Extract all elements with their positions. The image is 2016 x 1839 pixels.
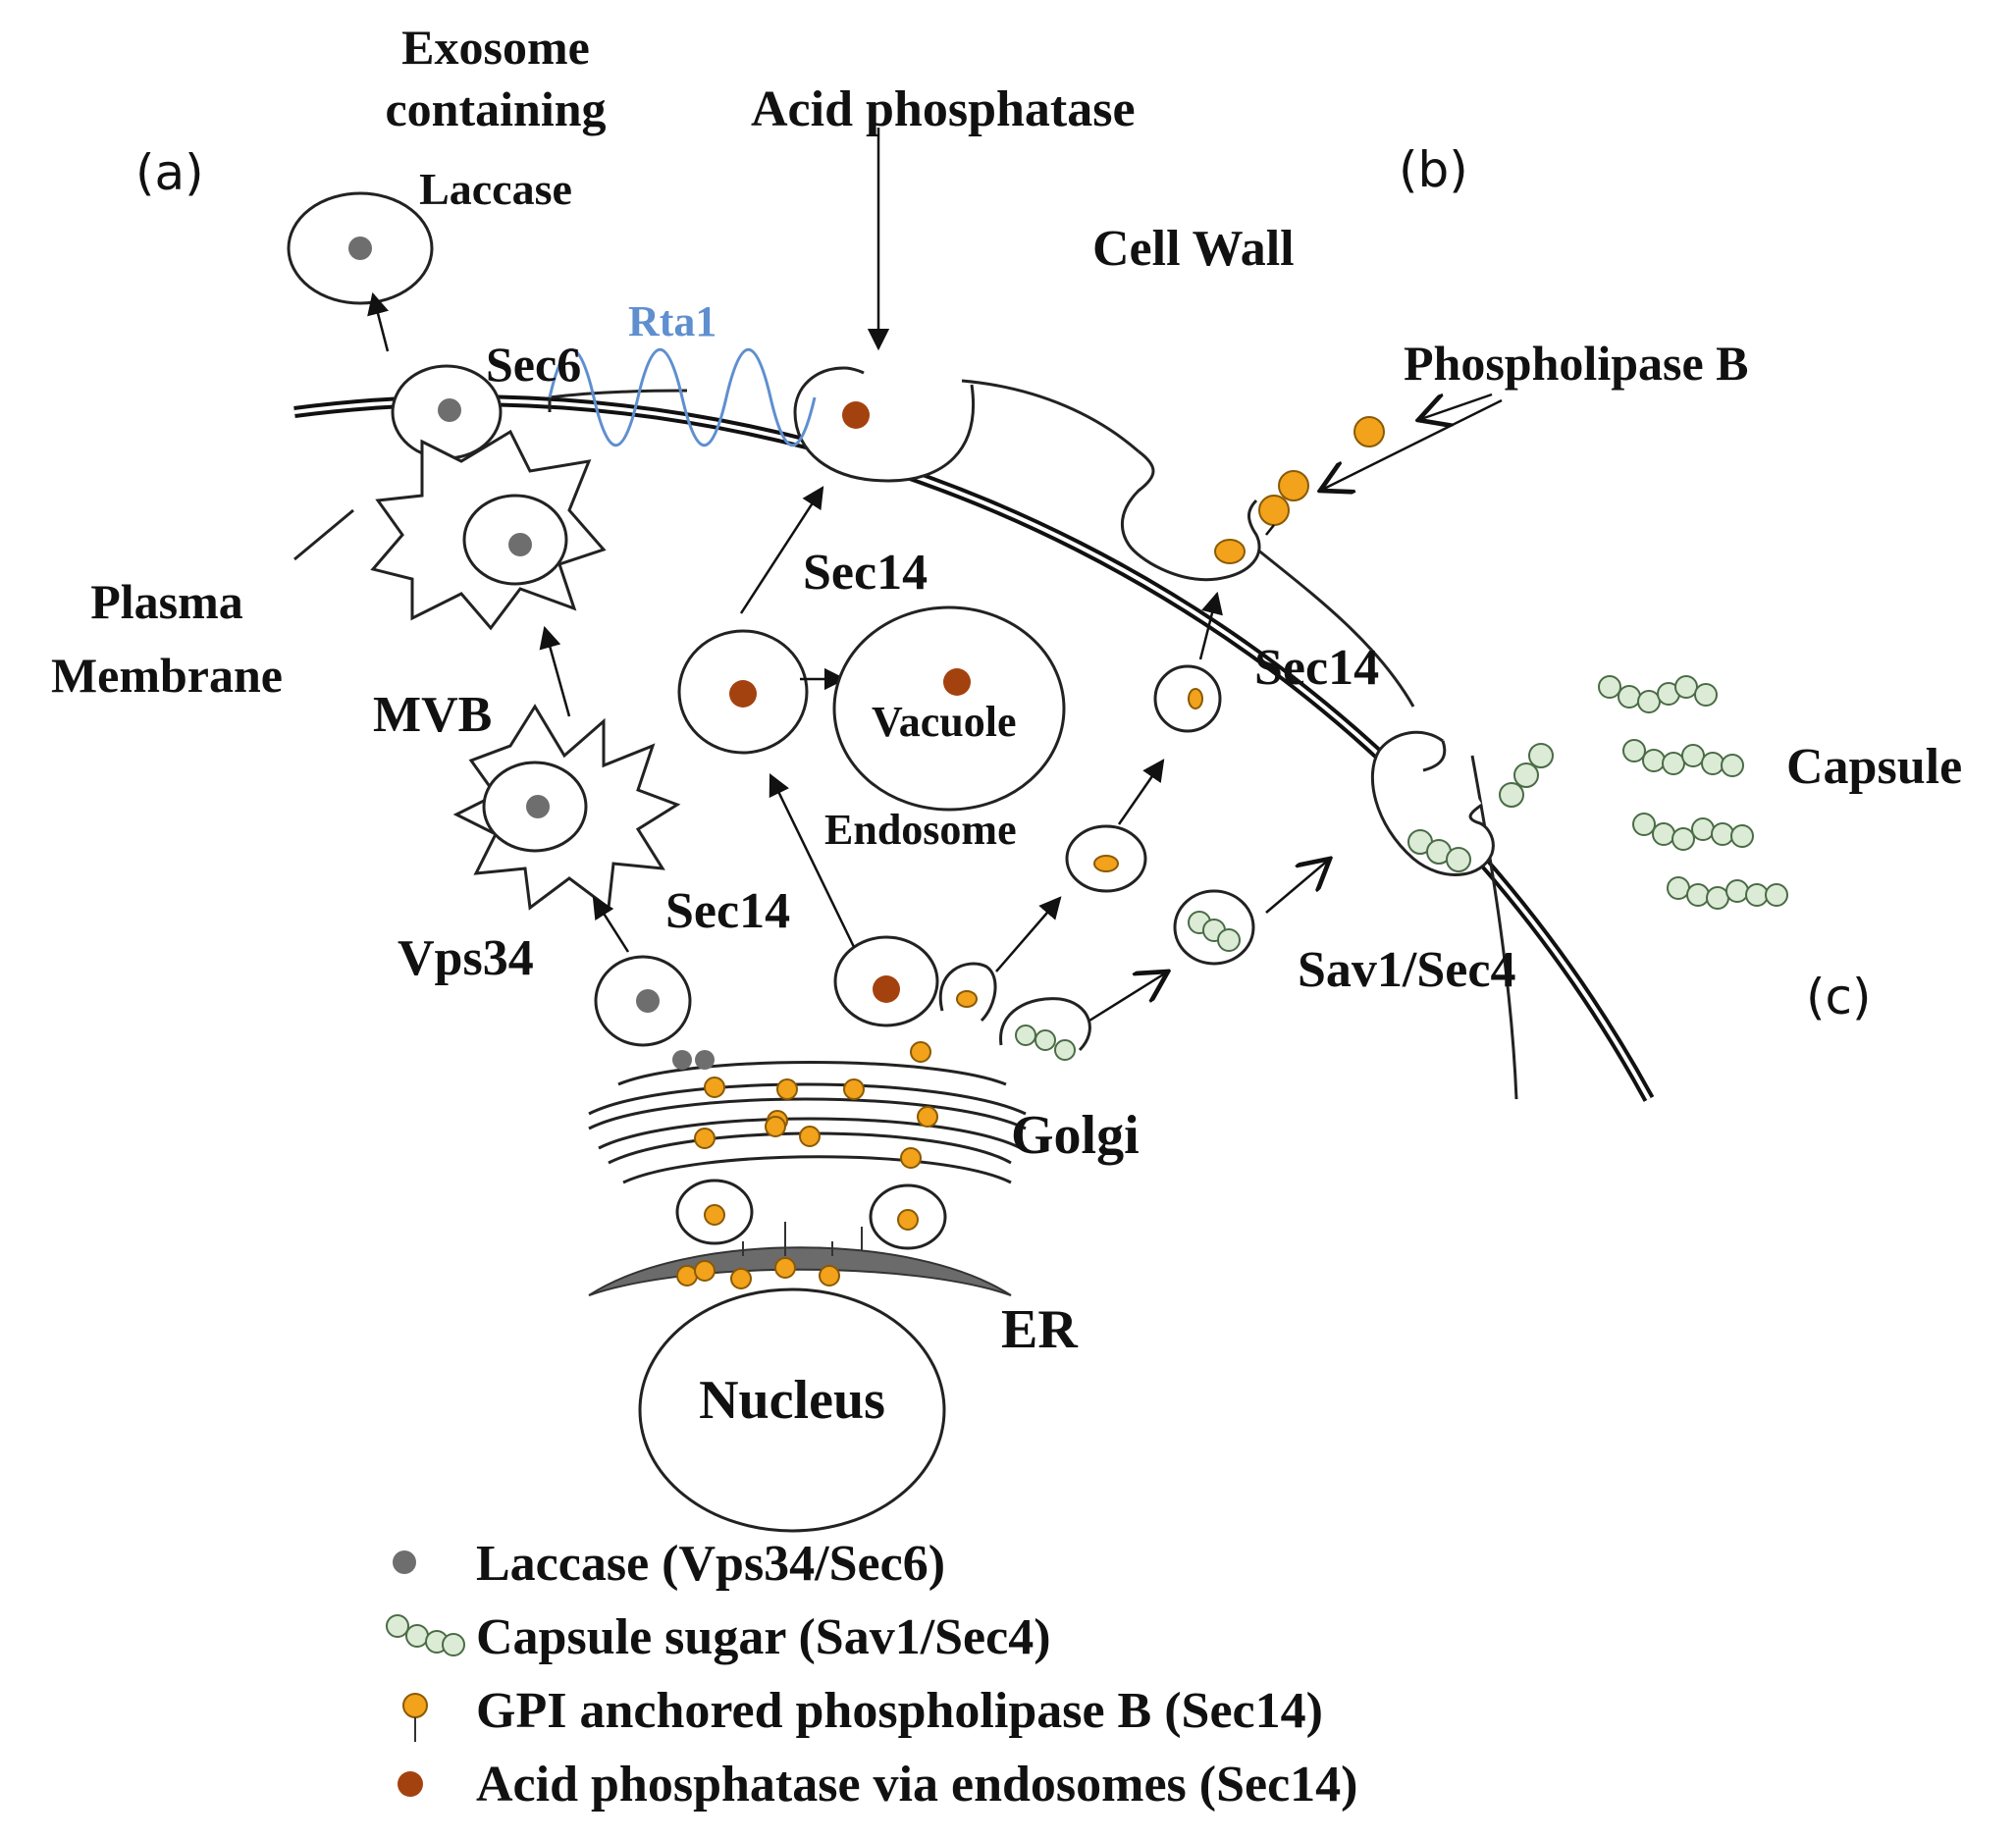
vps34-arrow: [592, 896, 630, 953]
rta1-coil-icon: [548, 348, 817, 447]
cell-wall-label: Cell Wall: [1092, 221, 1295, 277]
acid-phosphatase-label: Acid phosphatase: [751, 81, 1136, 137]
exosome-release-arrow: [367, 291, 390, 352]
exosome: [287, 191, 434, 305]
mvb-label: MVB: [373, 687, 492, 743]
golgi-stack: [588, 1041, 1027, 1184]
phospholipase-dot: [1214, 539, 1246, 564]
endosome-to-membrane-arrow: [739, 486, 824, 614]
legend-text-acid-phosphatase: Acid phosphatase via endosomes (Sec14): [476, 1757, 1358, 1813]
panel-label-b: (b): [1399, 141, 1468, 198]
phospholipase-secretion-pocket: [1120, 449, 1261, 582]
acid-phosphatase-dot: [842, 401, 870, 429]
sec6-label: Sec6: [486, 337, 581, 392]
phospholipase-endosome-chain: [1065, 664, 1222, 893]
brown-dot-icon: [398, 1771, 423, 1797]
plasma-membrane-label-line-1: Plasma: [90, 574, 243, 629]
green-chain-icon: [386, 1614, 465, 1656]
legend-text-capsule-sugar: Capsule sugar (Sav1/Sec4): [476, 1609, 1051, 1665]
exosome-label-line-3: Laccase: [419, 164, 572, 214]
sec6-vesicle: [391, 364, 503, 460]
capsule-sugar-chains: [1499, 675, 1788, 910]
acid-phosphatase-secretion-pocket: [793, 366, 975, 483]
capsule-secretion-pocket: [1371, 730, 1495, 876]
endosome-up-arrow-2: [1117, 759, 1165, 825]
capsule-label: Capsule: [1786, 739, 1962, 795]
legend-item-capsule-sugar: Capsule sugar (Sav1/Sec4): [386, 1609, 1051, 1665]
nucleus: [638, 1287, 946, 1533]
capsule-sugar-vesicle: [1173, 889, 1255, 966]
legend: Laccase (Vps34/Sec6) Capsule sugar (Sav1…: [386, 1536, 1358, 1813]
legend-item-acid-phosphatase: Acid phosphatase via endosomes (Sec14): [398, 1757, 1358, 1813]
mvb-arrow-up: [539, 625, 571, 717]
golgi-to-acid-endosome-arrow: [769, 772, 856, 948]
legend-item-phospholipase: GPI anchored phospholipase B (Sec14): [402, 1683, 1323, 1742]
cell-wall: [293, 394, 1655, 1102]
endosome-up-arrow-1: [1198, 591, 1223, 660]
golgi-to-endosome-arrow: [995, 896, 1062, 972]
golgi-buds: [594, 935, 1091, 1061]
sec14-lower-label: Sec14: [665, 883, 790, 939]
mvb-upper: [370, 429, 607, 631]
phospholipase-arrow-2: [1320, 398, 1503, 491]
phospholipase-b-label: Phospholipase B: [1404, 336, 1749, 391]
golgi-to-capsule-arrow: [1088, 972, 1168, 1023]
phospholipase-arrow-1: [1418, 393, 1493, 420]
er-buds: [675, 1179, 947, 1250]
vacuole: [832, 605, 1066, 812]
laccase-dot: [348, 236, 372, 260]
exosome-label-line-2: containing: [385, 81, 606, 136]
sec14-right-label: Sec14: [1254, 640, 1379, 696]
plasma-membrane-label-line-2: Membrane: [51, 648, 283, 703]
legend-text-laccase: Laccase (Vps34/Sec6): [476, 1536, 945, 1592]
sav1-sec4-label: Sav1/Sec4: [1298, 942, 1515, 998]
er-membrane: [588, 1222, 1012, 1296]
orange-pin-icon: [402, 1693, 428, 1742]
capsule-vesicle-arrow: [1265, 859, 1330, 914]
panel-label-c: (c): [1806, 969, 1872, 1025]
mvb-lower: [452, 704, 681, 911]
sec14-upper-label: Sec14: [803, 545, 928, 601]
nucleus-label: Nucleus: [699, 1370, 885, 1431]
vps34-label: Vps34: [398, 930, 534, 986]
plasma-membrane: [293, 379, 1518, 1100]
endosome-label: Endosome: [824, 806, 1017, 854]
acid-phosphatase-endosome: [677, 629, 809, 755]
legend-item-laccase: Laccase (Vps34/Sec6): [393, 1536, 945, 1592]
vacuole-label: Vacuole: [872, 698, 1017, 746]
panel-label-a: (a): [135, 144, 204, 201]
exosome-label-line-1: Exosome: [401, 20, 590, 75]
er-label: ER: [1001, 1299, 1078, 1360]
legend-text-phospholipase: GPI anchored phospholipase B (Sec14): [476, 1683, 1323, 1739]
golgi-label: Golgi: [1011, 1105, 1140, 1166]
gray-dot-icon: [393, 1550, 416, 1574]
rta1-label: Rta1: [628, 297, 716, 345]
phospholipase-b-surface: [1258, 416, 1385, 526]
